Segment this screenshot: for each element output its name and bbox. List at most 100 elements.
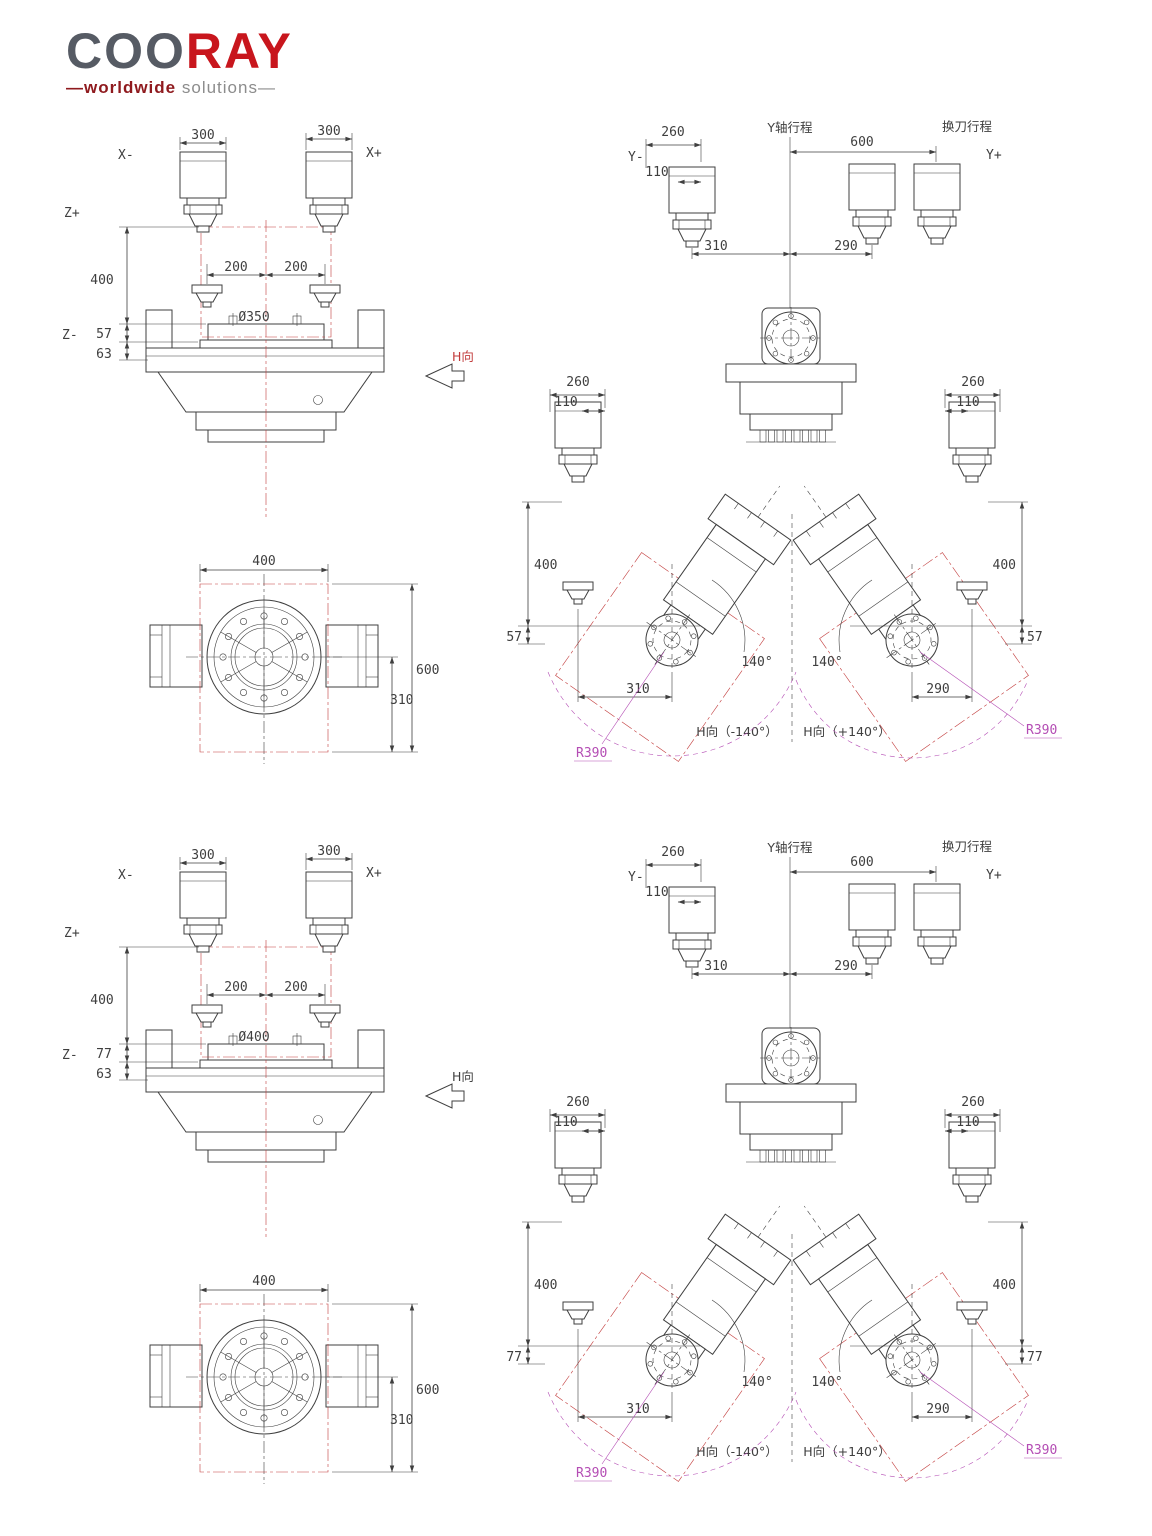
brand-coo: COO [66,23,186,79]
diagram-set-upper: 300 300 X- X+ Z+ Z- 400 57 63 [62,119,1062,764]
dim-label: 310 [390,693,413,708]
y-axis-travel-label: Y轴行程 [766,840,813,855]
tilted-head-minus [621,1183,812,1408]
brand-ray: RAY [185,23,293,79]
dim-label: 400 [993,558,1016,573]
trunnion-front-view [725,306,857,443]
spindle-tool [668,166,716,248]
dim-label: 63 [96,347,112,362]
dim-label: 110 [956,395,979,410]
axis-label-z-minus: Z- [62,328,78,343]
dim-label: 290 [926,1402,949,1417]
dim-label: 310 [390,1413,413,1428]
axis-label-z-plus: Z+ [64,926,80,941]
axis-label-y-plus: Y+ [986,148,1002,163]
dim-label: 300 [317,844,340,859]
cradle-assembly [145,309,385,443]
axis-label-x-minus: X- [118,148,134,163]
tool-holder [562,581,594,605]
dim-label: 110 [645,165,668,180]
dim-label: 290 [834,239,857,254]
cradle-assembly [145,1029,385,1163]
dim-label: 310 [704,239,727,254]
dim-label: 260 [566,375,589,390]
angle-label: 140° [741,655,772,670]
dim-label: 600 [850,855,873,870]
tool-holder [309,284,341,308]
dim-label: 77 [1027,1350,1043,1365]
dim-label: 400 [534,1278,557,1293]
h-direction-label: H向 [452,1069,474,1084]
dim-label: 200 [284,260,307,275]
spindle-tool [948,401,996,483]
spindle-tool [848,883,896,965]
tilt-view-right: 260 110 400 57 140° 290 H向（+140°） R390 [771,375,1062,762]
axis-label-y-minus: Y- [628,870,644,885]
dim-label: 300 [191,848,214,863]
h-direction-arrow-icon [424,1083,465,1109]
dim-label: 57 [1027,630,1043,645]
brand-wordmark: COORAY [66,26,293,76]
tilt-view-left: 260 110 400 77 140° 310 H向（-140°） R390 [506,1095,812,1482]
dim-label: 260 [661,125,684,140]
plan-view: 400 [149,554,439,764]
radius-label: R390 [1026,723,1057,738]
y-travel-view: 260 Y- 110 Y轴行程 600 换刀行程 Y+ 310 290 [628,119,1002,443]
dim-label: 260 [961,375,984,390]
tool-holder [956,1301,988,1325]
dim-label: 110 [645,885,668,900]
dim-label: 310 [704,959,727,974]
axis-label-x-minus: X- [118,868,134,883]
table-diameter-label: Ø400 [238,1030,269,1045]
swing-radius-arc [795,1399,1029,1479]
dim-label: 63 [96,1067,112,1082]
dim-label: 310 [626,682,649,697]
h-direction-minus-label: H向（-140°） [696,724,778,739]
tilt-view-left: 260 110 400 57 140° 310 H向（-140°） R390 [506,375,812,762]
dim-label: 600 [416,663,439,678]
spindle-tool [554,401,602,483]
axis-label-y-minus: Y- [628,150,644,165]
tool-change-travel-label: 换刀行程 [942,839,993,854]
spindle-tool [668,886,716,968]
tilted-head-minus [621,463,812,688]
dim-label: 110 [956,1115,979,1130]
spindle-tool [179,871,227,953]
trunnion-front-view [725,1026,857,1163]
dim-label: 200 [224,260,247,275]
dim-label: 260 [961,1095,984,1110]
dim-label: 600 [416,1383,439,1398]
dim-label: 200 [224,980,247,995]
work-zone-outline [199,583,329,753]
dim-label: 400 [993,1278,1016,1293]
angle-label: 140° [811,655,842,670]
spindle-tool [948,1121,996,1203]
axis-label-x-plus: X+ [366,866,382,881]
h-direction-plus-label: H向（+140°） [803,1444,890,1459]
dim-label: 57 [506,630,522,645]
dim-label: 57 [96,327,112,342]
tool-holder [309,1004,341,1028]
cooray-logo: COORAY —worldwide solutions— [66,26,293,98]
radius-label: R390 [576,746,607,761]
tilted-head-plus [771,1183,962,1408]
axis-label-z-minus: Z- [62,1048,78,1063]
dim-label: 290 [834,959,857,974]
brand-tagline: —worldwide solutions— [66,78,276,97]
work-zone-outline [199,1303,329,1473]
spindle-tool [179,151,227,233]
dim-label: 77 [506,1350,522,1365]
diagram-set-lower: 300 300 X- X+ Z+ Z- 400 77 63 [62,839,1062,1484]
dim-label: 110 [554,395,577,410]
spindle-tool [913,163,961,245]
tilted-head-plus [771,463,962,688]
h-direction-plus-label: H向（+140°） [803,724,890,739]
dim-label: 300 [317,124,340,139]
h-direction-label: H向 [452,349,474,364]
tool-change-travel-label: 换刀行程 [942,119,993,134]
axis-label-x-plus: X+ [366,146,382,161]
dim-label: 300 [191,128,214,143]
dim-label: 260 [661,845,684,860]
dim-label: 600 [850,135,873,150]
